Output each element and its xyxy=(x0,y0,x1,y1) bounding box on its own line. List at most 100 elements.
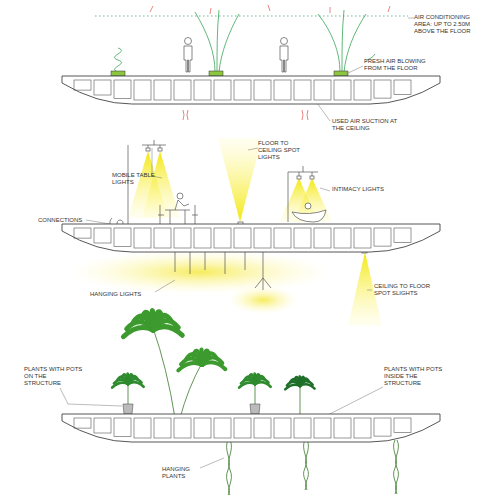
drawing-stroke xyxy=(250,404,260,414)
callout-label: CONNECTIONS xyxy=(38,217,86,224)
slab-cell xyxy=(254,228,271,248)
drawing-stroke xyxy=(86,220,110,224)
slab-cell xyxy=(94,80,111,95)
callout-label: PLANTS WITH POTS INSIDE THE STRUCTURE xyxy=(384,366,454,387)
drawing-stroke xyxy=(158,148,162,151)
slab-cell xyxy=(194,80,211,100)
slab-cell xyxy=(74,228,91,238)
slab-outline xyxy=(62,414,440,442)
slab-cell xyxy=(134,80,151,100)
drawing-stroke xyxy=(228,286,298,314)
drawing-stroke xyxy=(318,10,366,72)
drawing-stroke xyxy=(150,5,390,14)
drawing-stroke xyxy=(123,404,133,414)
drawing-stroke xyxy=(292,210,326,222)
drawing-stroke xyxy=(346,66,363,74)
slab-cell xyxy=(94,228,111,243)
drawing-stroke xyxy=(280,46,288,72)
slab-cell xyxy=(154,80,171,100)
slab-cell xyxy=(294,418,311,438)
slab-cell xyxy=(74,80,91,90)
drawing-stroke xyxy=(177,193,183,199)
drawing-stroke xyxy=(184,46,192,72)
slab-cell xyxy=(214,418,231,438)
slab-cell xyxy=(314,418,331,438)
slab-cell xyxy=(394,228,411,242)
slab-cell xyxy=(114,80,131,99)
callout-label: FRESH AIR BLOWING FROM THE FLOOR xyxy=(364,58,436,72)
slab-cell xyxy=(274,80,291,100)
slab-cell xyxy=(334,418,351,438)
slab-outline xyxy=(62,224,440,252)
drawing-stroke xyxy=(155,280,175,292)
drawing-stroke xyxy=(70,250,330,294)
slab-cell xyxy=(234,228,251,248)
slab-cell xyxy=(114,228,131,247)
drawing-stroke xyxy=(111,71,125,76)
slab-cell xyxy=(274,228,291,248)
drawing-stroke xyxy=(128,328,300,418)
slab-cell xyxy=(354,228,371,248)
drawing-stroke xyxy=(142,151,180,218)
drawing-stroke xyxy=(305,203,311,209)
callout-label: CEILING TO FLOOR SPOT SLIGHTS xyxy=(374,283,440,297)
drawing-stroke xyxy=(185,38,192,45)
slab-cell xyxy=(134,418,151,438)
slab-cell xyxy=(314,228,331,248)
slab-cell xyxy=(234,418,251,438)
slab-cell xyxy=(194,228,211,248)
drawing-stroke xyxy=(394,440,399,494)
drawing-stroke xyxy=(184,38,288,73)
drawing-stroke xyxy=(281,38,288,45)
callout-label: USED AIR SUCTION AT THE CEILING xyxy=(332,118,404,132)
slab-cell xyxy=(354,418,371,438)
palm-frond xyxy=(255,382,271,387)
drawing-stroke xyxy=(95,16,408,17)
drawing-stroke xyxy=(115,48,122,72)
drawing-stroke xyxy=(175,252,271,290)
slab-cell xyxy=(134,228,151,248)
slab-cell xyxy=(214,80,231,100)
slab-cell xyxy=(254,418,271,438)
palm-frond xyxy=(153,327,182,336)
slab-cell xyxy=(274,418,291,438)
slab-cell xyxy=(214,228,231,248)
drawing-stroke xyxy=(110,140,367,290)
drawing-stroke xyxy=(248,148,258,150)
slab-cell xyxy=(154,228,171,248)
drawing-stroke xyxy=(297,176,301,179)
drawing-stroke xyxy=(158,205,198,225)
slab-cell xyxy=(354,80,371,100)
slab-cell xyxy=(174,418,191,438)
palm-frond xyxy=(300,384,315,388)
slab-cell xyxy=(294,228,311,248)
drawing-stroke xyxy=(115,10,375,72)
callout-label: INTIMACY LIGHTS xyxy=(332,186,392,193)
slab-cell xyxy=(374,228,391,246)
slab-cell xyxy=(374,418,391,436)
slab-cell xyxy=(294,80,311,100)
callout-label: HANGING PLANTS xyxy=(162,466,212,480)
slab-cell xyxy=(94,418,111,433)
callout-label: MOBILE TABLE LIGHTS xyxy=(112,172,160,186)
slab-cell xyxy=(314,80,331,100)
drawing-stroke xyxy=(334,71,348,76)
drawing-stroke xyxy=(183,110,308,120)
slab-cell xyxy=(394,80,411,94)
slab-cell xyxy=(394,418,411,432)
drawing-stroke xyxy=(60,388,122,406)
slab-cell xyxy=(234,80,251,100)
drawing-stroke xyxy=(218,138,262,222)
slab-cell xyxy=(334,80,351,100)
plants xyxy=(112,311,398,495)
slab-cell xyxy=(174,80,191,100)
slab-cell xyxy=(154,418,171,438)
drawing-stroke xyxy=(175,200,189,210)
drawing-stroke xyxy=(146,148,150,151)
drawing-stroke xyxy=(195,10,239,72)
drawing-stroke xyxy=(200,458,224,468)
callout-label: HANGING LIGHTS xyxy=(90,291,160,298)
slab-cell xyxy=(374,80,391,98)
